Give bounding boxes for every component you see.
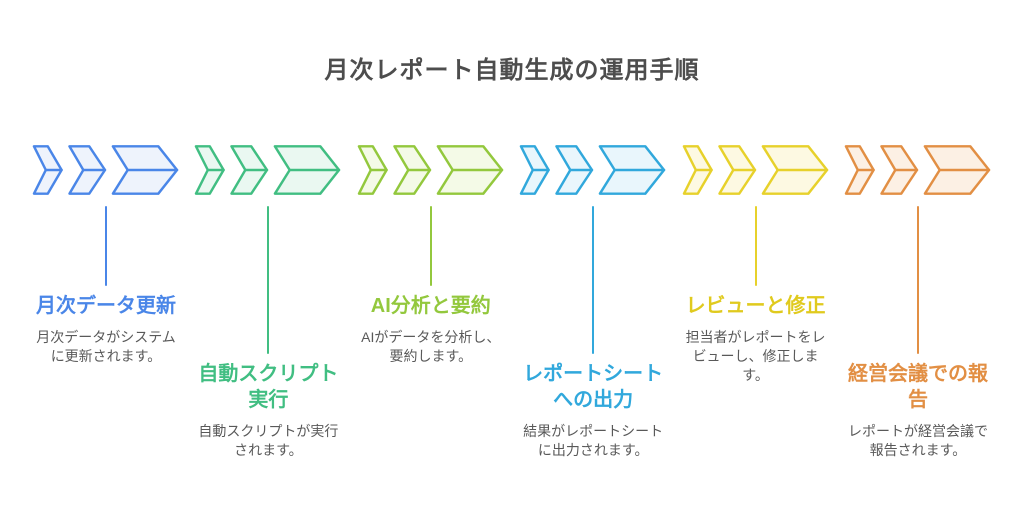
chevron-arrows-icon	[357, 145, 504, 195]
step-title: 自動スクリプト実行	[198, 363, 339, 411]
chevron-arrows-icon	[195, 145, 341, 195]
chevron-arrows-icon	[519, 145, 666, 195]
connector-line	[267, 206, 270, 354]
process-step: AI分析と要約 AIがデータを分析し、要約します。	[355, 143, 507, 366]
process-step: 自動スクリプト実行 自動スクリプトが実行されます。	[192, 143, 344, 460]
step-description: 月次データがシステムに更新されます。	[36, 329, 176, 364]
connector-line	[429, 206, 432, 286]
connector-line	[916, 206, 919, 354]
step-description: レポートが経営会議で報告されます。	[847, 423, 988, 458]
step-description: 自動スクリプトが実行されます。	[198, 423, 339, 458]
step-description: 結果がレポートシートに出力されます。	[523, 423, 664, 458]
step-title: AI分析と要約	[370, 295, 491, 317]
connector-line	[105, 206, 107, 286]
step-title: 経営会議での報告	[847, 363, 988, 411]
chevron-arrows-icon	[682, 145, 828, 195]
step-title: 月次データ更新	[36, 295, 176, 317]
connector-line	[592, 206, 595, 354]
step-title: レビューと修正	[685, 295, 826, 317]
connector-line	[754, 206, 757, 286]
step-title: レポートシートへの出力	[523, 363, 664, 411]
step-description: 担当者がレポートをレビューし、修正します。	[685, 329, 826, 383]
process-step: 経営会議での報告 レポートが経営会議で報告されます。	[842, 143, 994, 460]
chevron-arrows-icon	[32, 145, 179, 195]
process-step: 月次データ更新 月次データがシステムに更新されます。	[30, 143, 182, 366]
chevron-arrows-icon	[844, 145, 991, 195]
steps-row: 月次データ更新 月次データがシステムに更新されます。 自動スクリプト実行 自動ス…	[30, 143, 994, 460]
process-step: レビューと修正 担当者がレポートをレビューし、修正します。	[680, 143, 832, 385]
step-description: AIがデータを分析し、要約します。	[361, 329, 501, 364]
diagram-title: 月次レポート自動生成の運用手順	[324, 57, 700, 84]
process-step: レポートシートへの出力 結果がレポートシートに出力されます。	[517, 143, 669, 460]
